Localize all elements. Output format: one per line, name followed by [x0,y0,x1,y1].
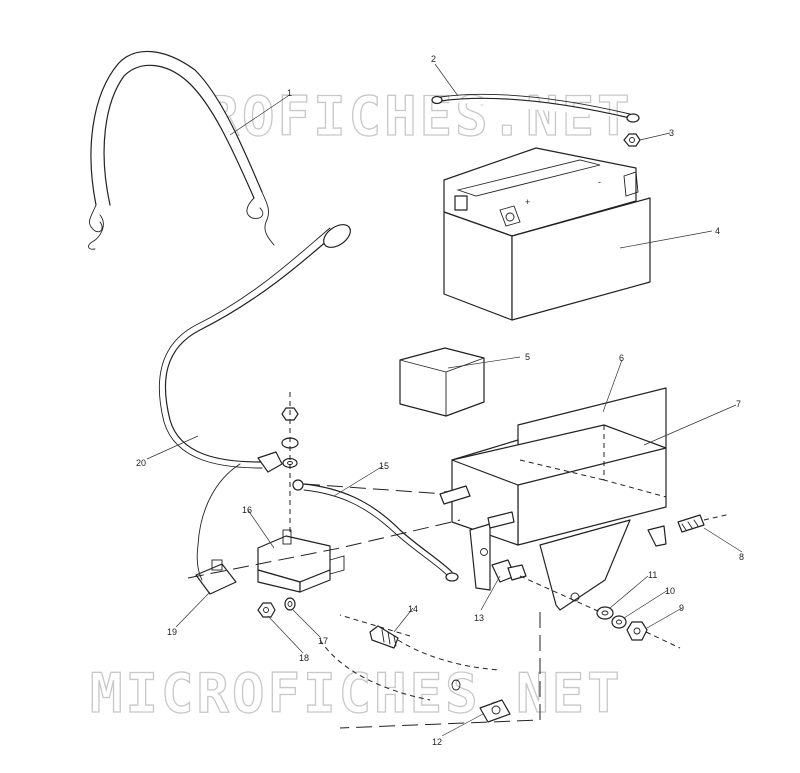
callout-19: 19 [167,627,177,637]
callout-10: 10 [665,586,675,596]
part-14-bolt [369,625,399,649]
watermark-bottom: MICROFICHES.NET [90,662,623,725]
part-8-bolt [677,514,705,533]
part-17-washer [284,597,296,611]
part-5-pad [399,347,485,417]
part-12-clip [451,679,511,723]
battery-plus-mark: + [525,197,530,207]
part-1-strap [88,50,275,250]
leaders [146,63,743,737]
part-16-relay [257,529,345,593]
callout-8: 8 [739,552,744,562]
part-20-cable [158,224,351,581]
part-18-nut [257,602,276,618]
callout-2: 2 [431,54,436,64]
callout-12: 12 [432,737,442,747]
part-19-connector [195,559,237,595]
callout-20: 20 [136,458,146,468]
callout-13: 13 [474,613,484,623]
callout-9: 9 [679,603,684,613]
part-4-battery: + - [443,147,651,321]
part-11-washer [596,606,614,620]
part-10-washer [611,615,627,629]
callout-3: 3 [669,128,674,138]
callout-14: 14 [408,604,418,614]
part-2-cable [431,93,640,123]
callout-1: 1 [287,88,292,98]
stacked-hardware [281,392,299,532]
callout-17: 17 [318,636,328,646]
callout-labels: 1 2 3 4 5 6 7 8 9 10 11 12 13 14 15 16 1… [136,54,744,747]
callout-5: 5 [525,352,530,362]
callout-15: 15 [379,461,389,471]
callout-6: 6 [619,353,624,363]
callout-4: 4 [715,226,720,236]
callout-11: 11 [648,570,657,580]
assembly-lines [187,483,731,729]
callout-18: 18 [299,653,309,663]
battery-minus-mark: - [598,177,601,187]
part-9-nut [626,621,648,641]
callout-7: 7 [736,399,741,409]
part-15-cable [292,479,459,582]
callout-16: 16 [242,505,252,515]
part-13-bolt [491,559,527,583]
part-6-7-battery-box [451,387,667,611]
